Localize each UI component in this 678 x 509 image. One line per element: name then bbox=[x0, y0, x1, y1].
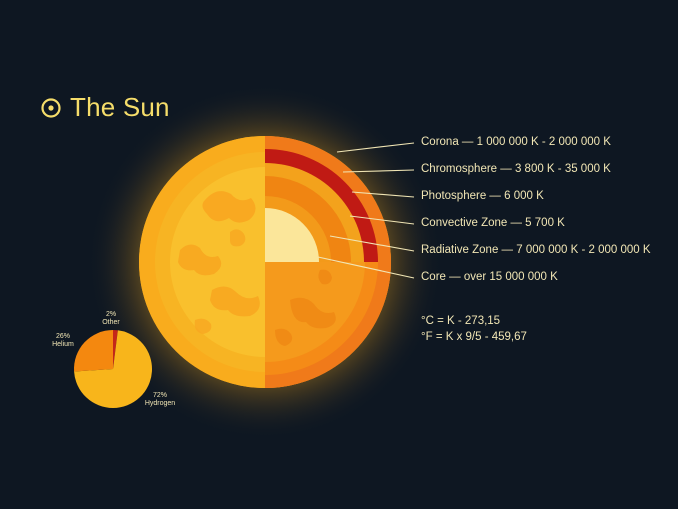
leader-line-chromosphere bbox=[342, 169, 415, 173]
lower-right-surface bbox=[265, 262, 391, 388]
layer-label-convective-zone: Convective Zone — 5 700 K bbox=[421, 217, 565, 229]
core-layer bbox=[265, 208, 319, 262]
pie-label-hydrogen: 72% Hydrogen bbox=[142, 392, 178, 408]
composition-pie bbox=[74, 330, 152, 409]
pie-label-other-name: Other bbox=[102, 319, 120, 326]
celsius-formula: °C = K - 273,15 bbox=[421, 315, 501, 327]
pie-slice-helium bbox=[74, 330, 113, 372]
page-title: The Sun bbox=[70, 92, 170, 122]
pie-slice-hydrogen bbox=[74, 330, 152, 409]
sun-surface-half bbox=[139, 136, 265, 388]
pie-label-other: 2% Other bbox=[96, 311, 126, 327]
pie-label-helium-name: Helium bbox=[52, 341, 74, 348]
pie-label-hydrogen-name: Hydrogen bbox=[144, 400, 176, 407]
leader-line-photosphere bbox=[351, 191, 415, 198]
leader-lines bbox=[317, 142, 415, 279]
title-block: The Sun bbox=[40, 92, 170, 123]
leader-line-corona bbox=[336, 142, 415, 153]
pie-label-helium: 26% Helium bbox=[48, 333, 78, 349]
pie-label-hydrogen-pct: 72% bbox=[152, 392, 167, 399]
layer-label-photosphere: Photosphere — 6 000 K bbox=[421, 190, 544, 202]
leader-line-radiative bbox=[329, 235, 415, 252]
pie-label-helium-pct: 26% bbox=[55, 333, 70, 340]
pie-slice-other bbox=[113, 330, 118, 369]
fahrenheit-formula: °F = K x 9/5 - 459,67 bbox=[421, 331, 527, 343]
layer-label-corona: Corona — 1 000 000 K - 2 000 000 K bbox=[421, 136, 611, 148]
layer-label-chromosphere: Chromosphere — 3 800 K - 35 000 K bbox=[421, 163, 611, 175]
layer-label-radiative-zone: Radiative Zone — 7 000 000 K - 2 000 000… bbox=[421, 244, 651, 256]
sun-symbol-icon bbox=[41, 97, 61, 118]
layer-label-core: Core — over 15 000 000 K bbox=[421, 271, 558, 283]
leader-line-convective bbox=[349, 215, 415, 225]
upper-right-cutaway bbox=[265, 176, 351, 262]
pie-label-other-pct: 2% bbox=[105, 311, 117, 318]
leader-line-core bbox=[317, 256, 415, 279]
